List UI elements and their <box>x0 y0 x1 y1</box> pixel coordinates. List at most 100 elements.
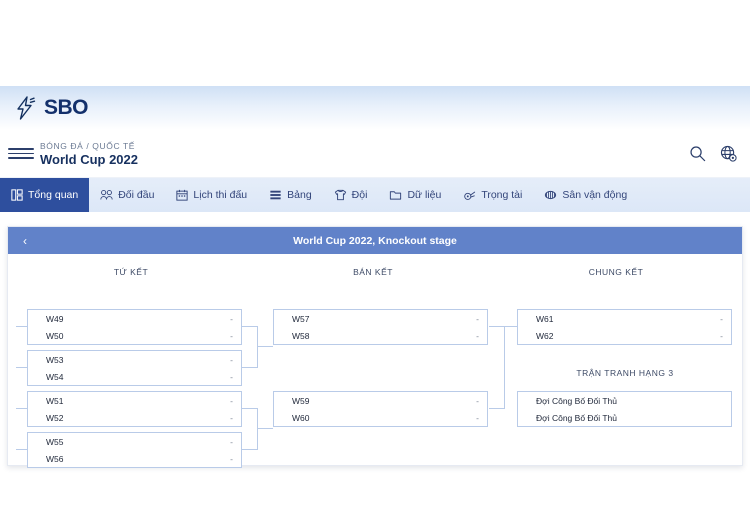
team-score: - <box>476 395 479 406</box>
chevron-left-icon[interactable]: ‹ <box>23 233 27 248</box>
team-name: W54 <box>46 371 64 382</box>
tab-du-lieu[interactable]: Dữ liệu <box>378 178 452 212</box>
team-score: - <box>476 412 479 423</box>
team-name: W51 <box>46 395 64 406</box>
match-row-away: W52 - <box>28 409 241 426</box>
match-sf-1[interactable]: W57 - W58 - <box>273 309 488 345</box>
match-sf-2[interactable]: W59 - W60 - <box>273 391 488 427</box>
connector-stub <box>16 449 27 450</box>
connector-h <box>242 326 257 327</box>
team-score: - <box>476 330 479 341</box>
connector-h <box>489 408 504 409</box>
match-qf-3[interactable]: W51 - W52 - <box>27 391 242 427</box>
match-row-home: W57 - <box>274 310 487 327</box>
tab-label: Sân vận động <box>562 189 628 201</box>
match-row-away: W60 - <box>274 409 487 426</box>
match-row-home: W59 - <box>274 392 487 409</box>
tab-bar: Tổng quan Đối đầu <box>0 178 750 212</box>
brand-name: SBO <box>44 96 89 119</box>
team-name: Đợi Công Bố Đối Thủ <box>536 412 618 423</box>
match-final[interactable]: W61 - W62 - <box>517 309 732 345</box>
table-rows-icon <box>269 189 282 201</box>
match-row-away: W54 - <box>28 368 241 385</box>
team-score: - <box>720 313 723 324</box>
connector-h <box>257 346 273 347</box>
connector-stub <box>16 408 27 409</box>
team-name: W62 <box>536 330 554 341</box>
header-actions <box>688 144 738 163</box>
connector-h <box>257 428 273 429</box>
breadcrumb-path[interactable]: BÓNG ĐÁ / QUỐC TẾ <box>40 140 136 151</box>
match-row-home: W55 - <box>28 433 241 450</box>
match-qf-2[interactable]: W53 - W54 - <box>27 350 242 386</box>
connector-v <box>504 326 505 409</box>
team-name: W55 <box>46 436 64 447</box>
connector-h <box>504 326 517 327</box>
sbo-lightning-logo-icon <box>14 96 38 120</box>
tab-label: Trọng tài <box>481 189 523 201</box>
connector-stub <box>16 326 27 327</box>
connector-h <box>242 449 257 450</box>
team-name: Đợi Công Bố Đối Thủ <box>536 395 618 406</box>
tab-bang[interactable]: Bảng <box>258 178 323 212</box>
tab-label: Bảng <box>287 189 312 201</box>
bracket: TỨ KẾT BÁN KẾT CHUNG KẾT W49 - W50 - W53… <box>8 254 742 468</box>
team-name: W49 <box>46 313 64 324</box>
match-row-away: Đợi Công Bố Đối Thủ <box>518 409 731 426</box>
match-qf-1[interactable]: W49 - W50 - <box>27 309 242 345</box>
connector-v <box>257 408 258 450</box>
team-name: W59 <box>292 395 310 406</box>
connector-h <box>489 326 504 327</box>
match-row-home: Đợi Công Bố Đối Thủ <box>518 392 731 409</box>
team-score: - <box>230 436 233 447</box>
match-row-home: W49 - <box>28 310 241 327</box>
team-name: W58 <box>292 330 310 341</box>
team-score: - <box>230 395 233 406</box>
tab-lich-thi-dau[interactable]: Lịch thi đấu <box>165 178 258 212</box>
team-score: - <box>720 330 723 341</box>
breadcrumb: BÓNG ĐÁ / QUỐC TẾ World Cup 2022 <box>40 140 138 168</box>
page-title: World Cup 2022 <box>40 151 139 167</box>
card-title: World Cup 2022, Knockout stage <box>293 234 457 247</box>
tab-tong-quan[interactable]: Tổng quan <box>0 178 90 212</box>
round-label-third-place: TRẬN TRANH HẠNG 3 <box>576 368 674 378</box>
round-label-final: CHUNG KẾT <box>588 267 644 277</box>
hamburger-menu-icon[interactable] <box>8 148 34 159</box>
tab-san-van-dong[interactable]: Sân vận động <box>533 178 638 212</box>
match-row-home: W61 - <box>518 310 731 327</box>
team-name: W50 <box>46 330 64 341</box>
tab-doi-dau[interactable]: Đối đầu <box>89 178 165 212</box>
globe-settings-icon[interactable] <box>719 144 738 163</box>
round-label-quarterfinal: TỨ KẾT <box>113 267 149 277</box>
stadium-icon <box>544 189 557 201</box>
team-name: W61 <box>536 313 554 324</box>
team-name: W57 <box>292 313 310 324</box>
connector-h <box>242 408 257 409</box>
tab-label: Đối đầu <box>118 189 155 201</box>
team-score: - <box>230 330 233 341</box>
page-header: BÓNG ĐÁ / QUỐC TẾ World Cup 2022 <box>0 130 750 178</box>
team-name: W53 <box>46 354 64 365</box>
overview-grid-icon <box>11 189 23 201</box>
head-to-head-icon <box>100 189 113 201</box>
match-row-away: W50 - <box>28 327 241 344</box>
team-score: - <box>230 313 233 324</box>
match-qf-4[interactable]: W55 - W56 - <box>27 432 242 468</box>
tab-label: Dữ liệu <box>407 189 442 201</box>
jersey-icon <box>334 189 347 201</box>
match-row-away: W56 - <box>28 450 241 467</box>
connector-stub <box>16 367 27 368</box>
match-row-home: W51 - <box>28 392 241 409</box>
team-score: - <box>230 354 233 365</box>
tab-trong-tai[interactable]: Trọng tài <box>452 178 533 212</box>
logo[interactable]: SBO <box>14 96 89 120</box>
match-third-place[interactable]: Đợi Công Bố Đối Thủ Đợi Công Bố Đối Thủ <box>517 391 732 427</box>
card-header: ‹ World Cup 2022, Knockout stage <box>8 227 742 254</box>
match-row-away: W58 - <box>274 327 487 344</box>
tab-doi[interactable]: Đội <box>323 178 379 212</box>
team-score: - <box>230 453 233 464</box>
team-score: - <box>476 313 479 324</box>
tab-label: Lịch thi đấu <box>193 189 248 201</box>
search-icon[interactable] <box>688 144 707 163</box>
